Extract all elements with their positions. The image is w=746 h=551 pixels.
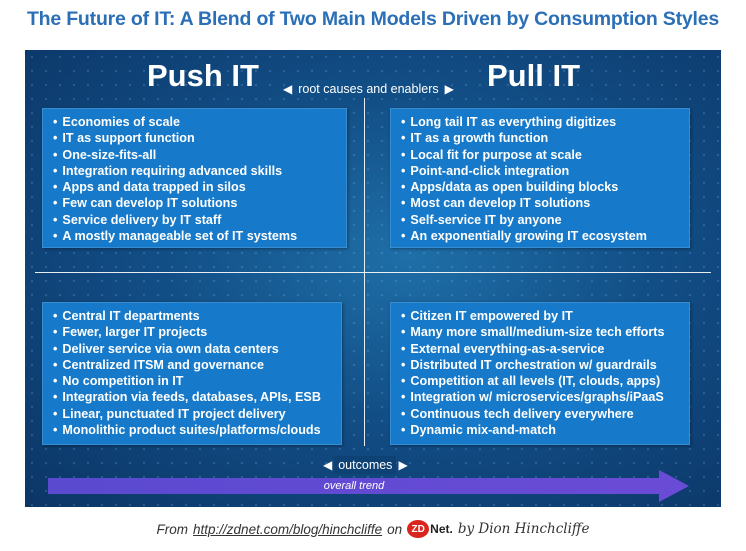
list-item: Central IT departments bbox=[53, 308, 333, 324]
outcomes-label: ◀ outcomes ▶ bbox=[323, 456, 408, 474]
zdnet-logo: ZD Net. bbox=[407, 520, 453, 538]
list-item: Competition at all levels (IT, clouds, a… bbox=[401, 373, 681, 389]
push-it-heading: Push IT bbox=[147, 58, 259, 93]
trend-arrowhead-icon bbox=[659, 470, 689, 502]
credit-author: by Dion Hinchcliffe bbox=[457, 521, 590, 537]
vertical-axis bbox=[364, 86, 365, 446]
pull-causes-box: Long tail IT as everything digitizesIT a… bbox=[390, 108, 690, 248]
credit-line: From http://zdnet.com/blog/hinchcliffe o… bbox=[0, 520, 746, 538]
list-item: Centralized ITSM and governance bbox=[53, 357, 333, 373]
list-item: Integration w/ microservices/graphs/iPaa… bbox=[401, 389, 681, 405]
push-outcomes-box: Central IT departmentsFewer, larger IT p… bbox=[42, 302, 342, 445]
root-causes-label: ◀ root causes and enablers ▶ bbox=[283, 80, 454, 98]
list-item: Self-service IT by anyone bbox=[401, 212, 681, 228]
pull-it-heading: Pull IT bbox=[487, 58, 580, 93]
push-causes-box: Economies of scaleIT as support function… bbox=[42, 108, 347, 248]
list-item: Monolithic product suites/platforms/clou… bbox=[53, 422, 333, 438]
list-item: Many more small/medium-size tech efforts bbox=[401, 324, 681, 340]
credit-link[interactable]: http://zdnet.com/blog/hinchcliffe bbox=[193, 521, 383, 537]
list-item: IT as support function bbox=[53, 130, 338, 146]
list-item: Integration via feeds, databases, APIs, … bbox=[53, 389, 333, 405]
page-title: The Future of IT: A Blend of Two Main Mo… bbox=[26, 8, 720, 30]
list-item: Deliver service via own data centers bbox=[53, 341, 333, 357]
push-outcomes-list: Central IT departmentsFewer, larger IT p… bbox=[53, 308, 333, 438]
list-item: Continuous tech delivery everywhere bbox=[401, 406, 681, 422]
list-item: One-size-fits-all bbox=[53, 147, 338, 163]
list-item: Service delivery by IT staff bbox=[53, 212, 338, 228]
left-arrow-icon: ◀ bbox=[283, 82, 293, 96]
pull-outcomes-list: Citizen IT empowered by ITMany more smal… bbox=[401, 308, 681, 438]
push-causes-list: Economies of scaleIT as support function… bbox=[53, 114, 338, 244]
list-item: Most can develop IT solutions bbox=[401, 195, 681, 211]
list-item: No competition in IT bbox=[53, 373, 333, 389]
list-item: An exponentially growing IT ecosystem bbox=[401, 228, 681, 244]
diagram-canvas: Push IT Pull IT ◀ root causes and enable… bbox=[25, 50, 721, 507]
list-item: Fewer, larger IT projects bbox=[53, 324, 333, 340]
zdnet-logo-net: Net. bbox=[430, 522, 453, 536]
horizontal-axis bbox=[35, 272, 711, 273]
list-item: Dynamic mix-and-match bbox=[401, 422, 681, 438]
credit-on: on bbox=[387, 521, 403, 537]
list-item: IT as a growth function bbox=[401, 130, 681, 146]
list-item: Apps/data as open building blocks bbox=[401, 179, 681, 195]
list-item: A mostly manageable set of IT systems bbox=[53, 228, 338, 244]
list-item: External everything-as-a-service bbox=[401, 341, 681, 357]
list-item: Distributed IT orchestration w/ guardrai… bbox=[401, 357, 681, 373]
right-arrow-icon: ▶ bbox=[398, 458, 408, 472]
right-arrow-icon: ▶ bbox=[444, 82, 454, 96]
overall-trend-arrow: overall trend bbox=[48, 478, 660, 494]
list-item: Point-and-click integration bbox=[401, 163, 681, 179]
list-item: Linear, punctuated IT project delivery bbox=[53, 406, 333, 422]
outcomes-text: outcomes bbox=[334, 456, 397, 474]
list-item: Long tail IT as everything digitizes bbox=[401, 114, 681, 130]
zdnet-logo-mark: ZD bbox=[407, 520, 430, 538]
left-arrow-icon: ◀ bbox=[323, 458, 333, 472]
list-item: Apps and data trapped in silos bbox=[53, 179, 338, 195]
list-item: Economies of scale bbox=[53, 114, 338, 130]
list-item: Few can develop IT solutions bbox=[53, 195, 338, 211]
pull-causes-list: Long tail IT as everything digitizesIT a… bbox=[401, 114, 681, 244]
list-item: Local fit for purpose at scale bbox=[401, 147, 681, 163]
list-item: Citizen IT empowered by IT bbox=[401, 308, 681, 324]
pull-outcomes-box: Citizen IT empowered by ITMany more smal… bbox=[390, 302, 690, 445]
root-causes-text: root causes and enablers bbox=[294, 80, 443, 98]
credit-from: From bbox=[156, 521, 189, 537]
list-item: Integration requiring advanced skills bbox=[53, 163, 338, 179]
